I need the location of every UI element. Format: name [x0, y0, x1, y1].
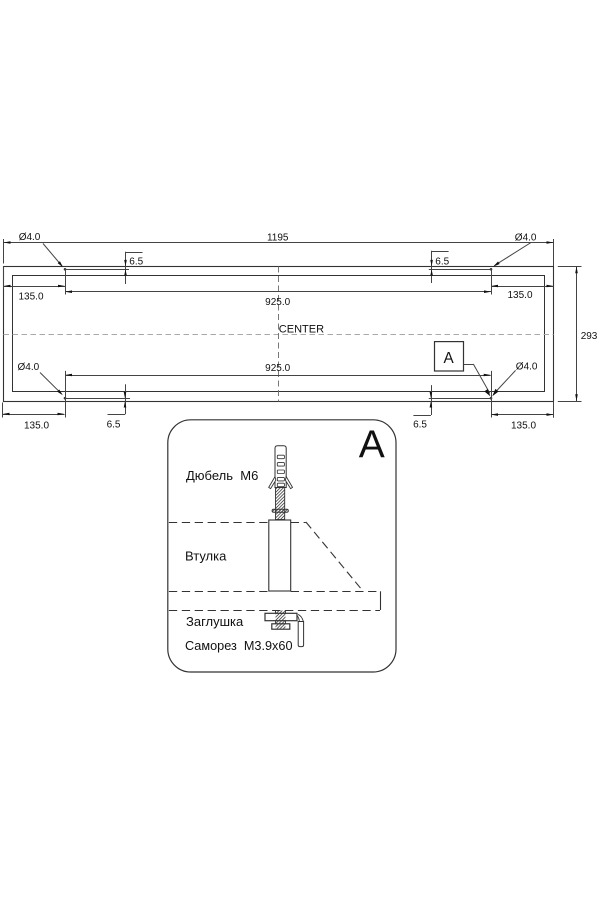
svg-text:1195: 1195 [267, 232, 289, 243]
svg-text:293: 293 [581, 331, 598, 342]
svg-text:Саморез М3.9х60: Саморез М3.9х60 [185, 639, 293, 653]
svg-text:135.0: 135.0 [24, 421, 49, 432]
svg-text:Втулка: Втулка [185, 549, 227, 564]
svg-text:6.5: 6.5 [435, 256, 449, 267]
svg-text:Ø4.0: Ø4.0 [19, 232, 41, 243]
svg-text:6.5: 6.5 [413, 419, 427, 430]
svg-text:135.0: 135.0 [511, 421, 536, 432]
svg-text:6.5: 6.5 [129, 256, 143, 267]
svg-text:6.5: 6.5 [107, 419, 121, 430]
svg-text:135.0: 135.0 [507, 290, 532, 301]
svg-text:Заглушка: Заглушка [186, 614, 244, 629]
svg-text:Дюбель М6: Дюбель М6 [186, 468, 258, 483]
svg-text:925.0: 925.0 [265, 363, 290, 374]
svg-text:Ø4.0: Ø4.0 [18, 362, 40, 373]
svg-text:A: A [359, 424, 385, 467]
svg-text:925.0: 925.0 [265, 297, 290, 308]
svg-text:Ø4.0: Ø4.0 [516, 361, 538, 372]
svg-text:135.0: 135.0 [18, 291, 43, 302]
svg-text:A: A [443, 350, 454, 367]
svg-text:CENTER: CENTER [279, 323, 324, 335]
svg-text:Ø4.0: Ø4.0 [515, 233, 537, 244]
